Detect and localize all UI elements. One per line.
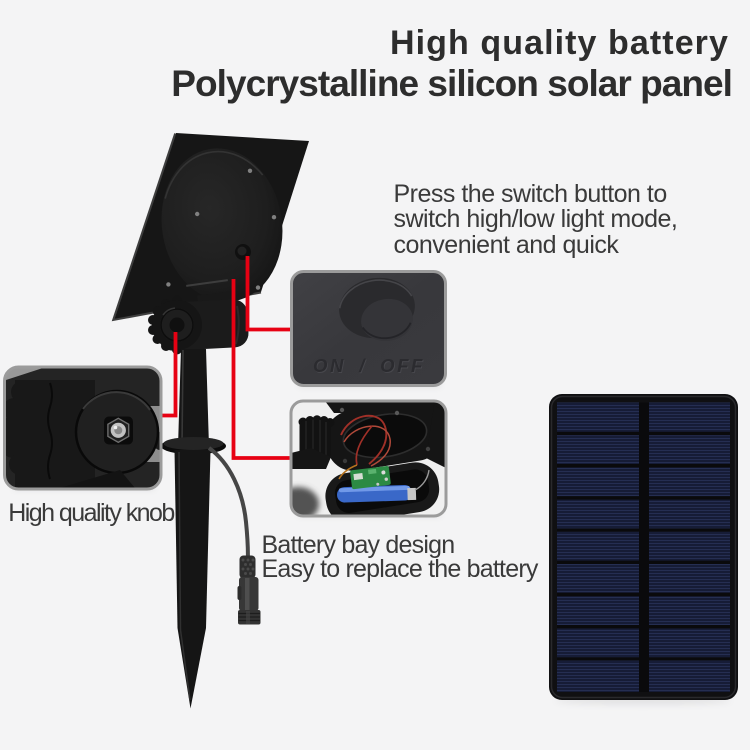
svg-text:ON / OFF: ON / OFF — [314, 356, 426, 377]
svg-text:ON / OFF: ON / OFF — [313, 355, 425, 376]
